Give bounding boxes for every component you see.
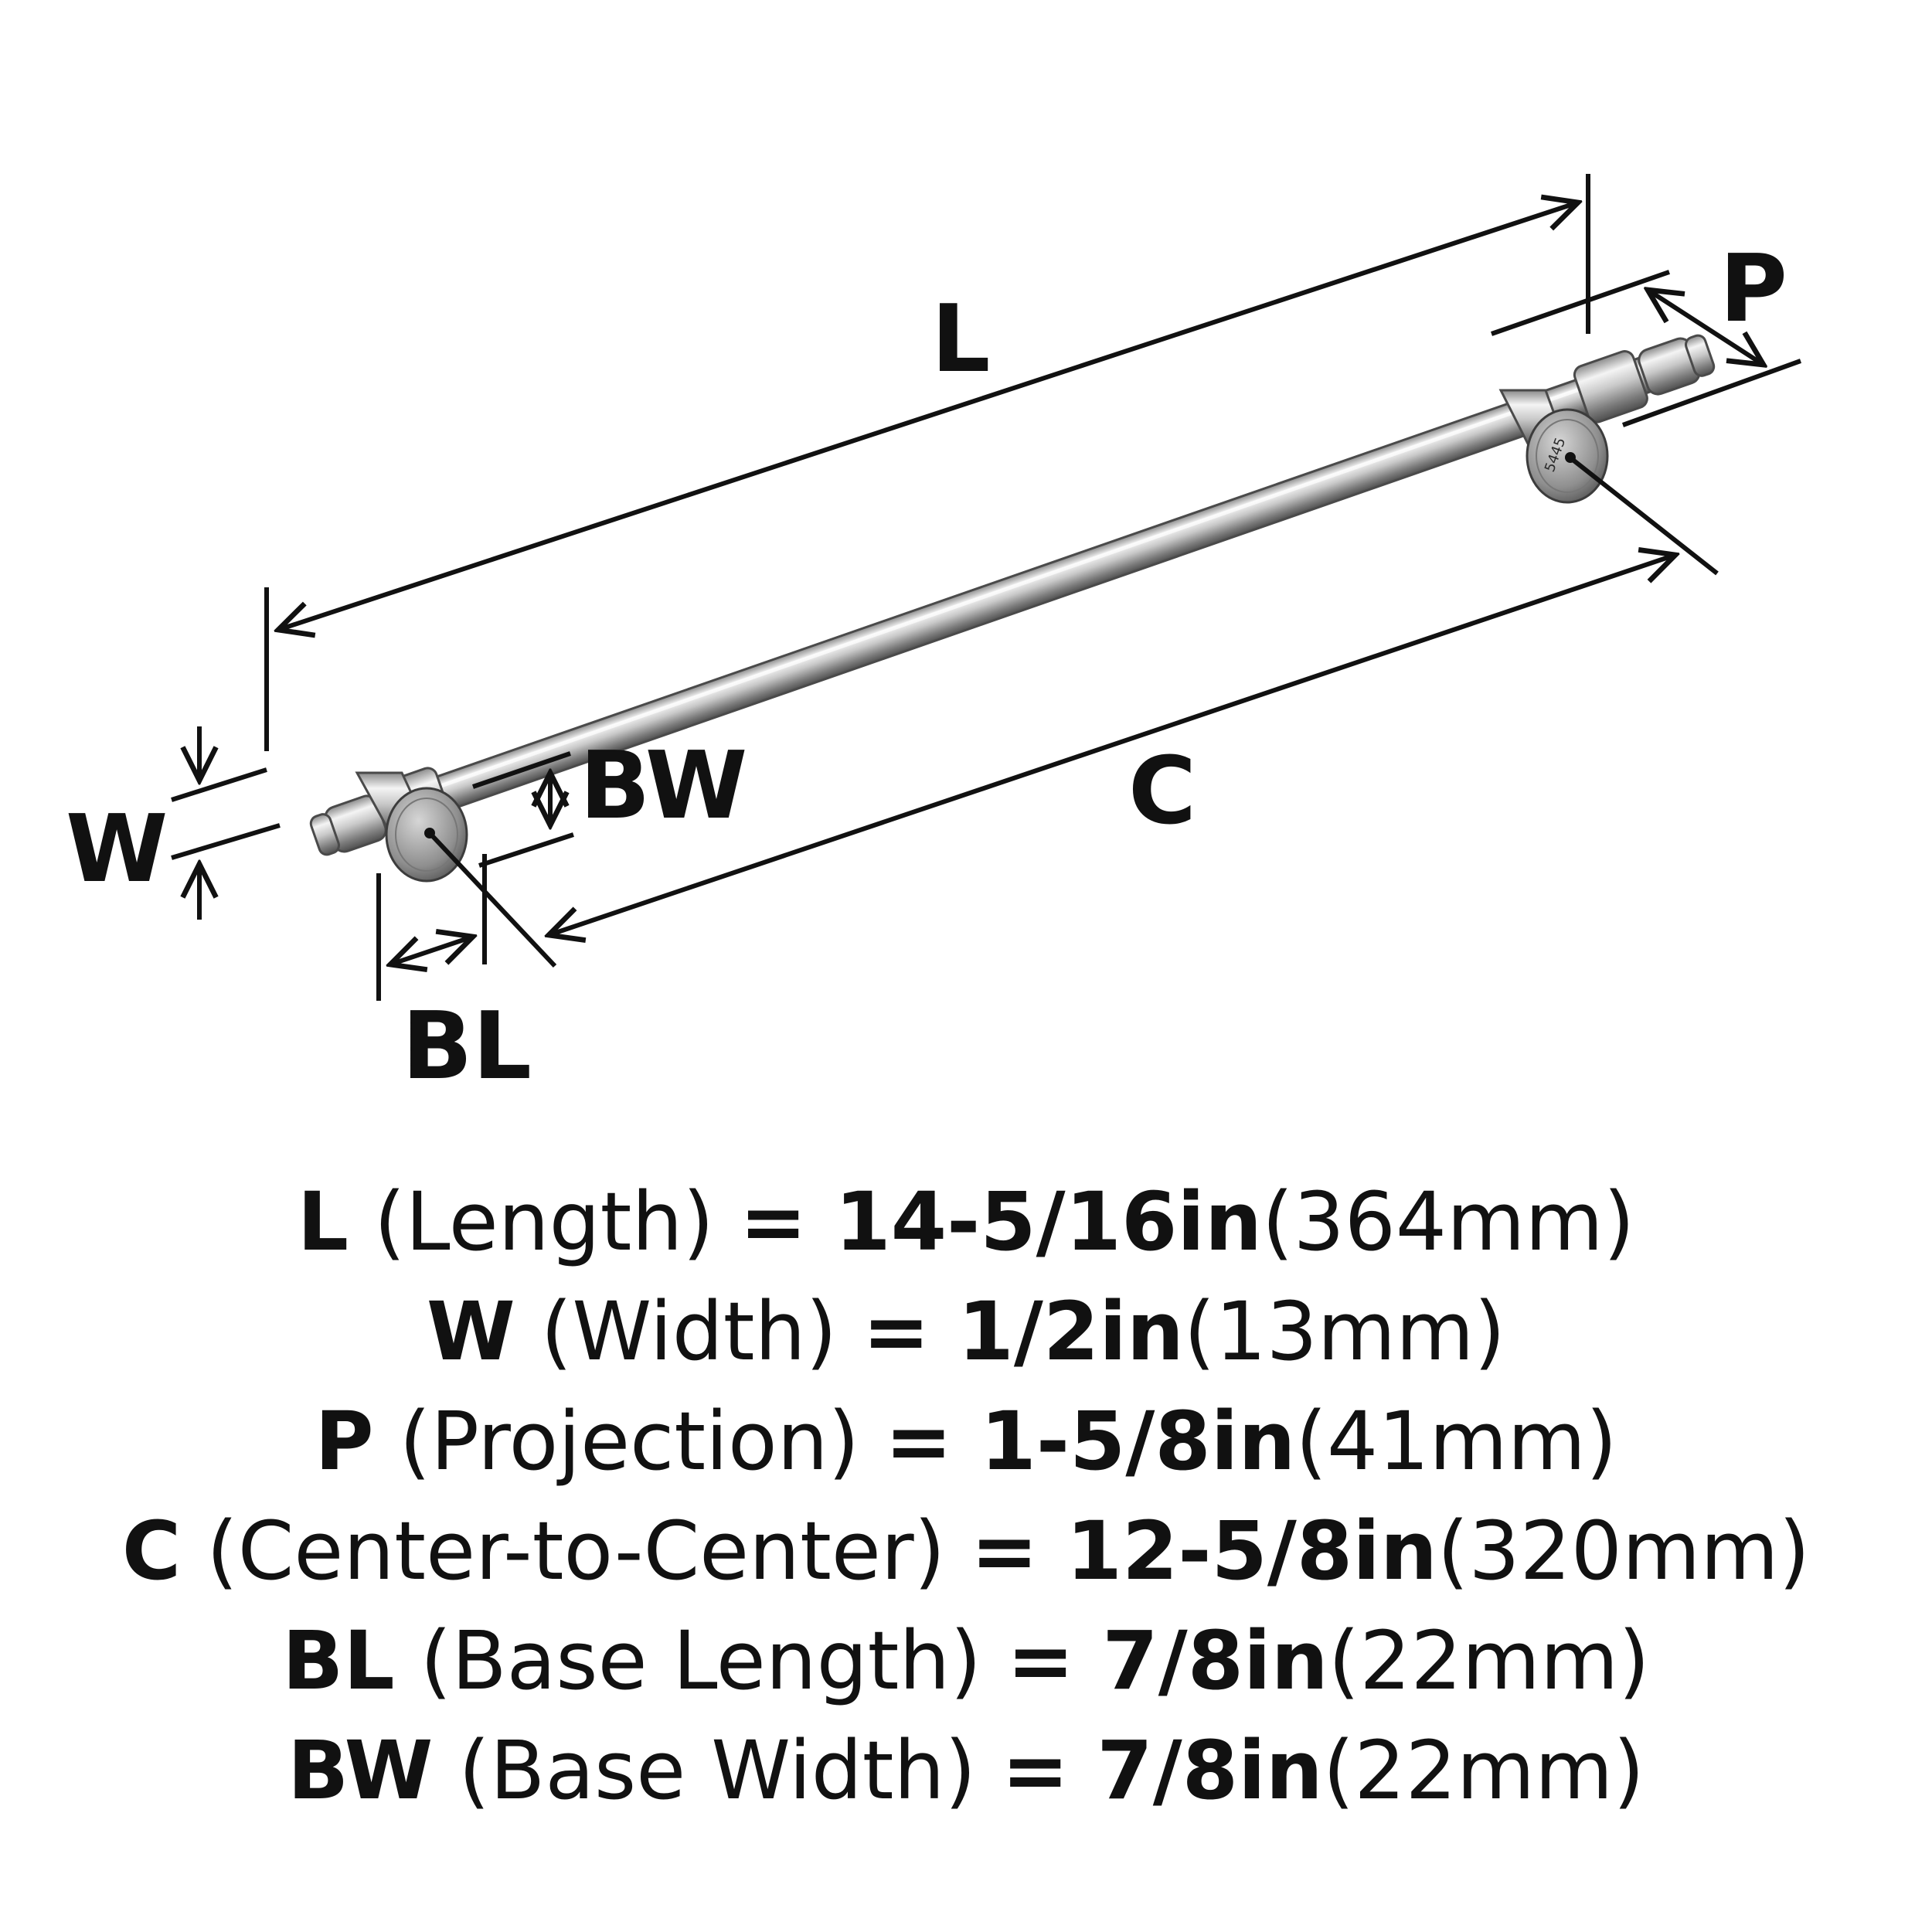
base-width-extension-top [472, 751, 571, 789]
spec-row-center-to-center: C (Center-to-Center) = 12-5/8in(320mm) [0, 1496, 1932, 1606]
spec-equals: = [862, 1284, 958, 1379]
dimension-spec-list: L (Length) = 14-5/16in(364mm) W (Width) … [0, 1167, 1932, 1825]
center-dimension-line [549, 555, 1675, 935]
spec-label: (Length) [349, 1175, 740, 1269]
spec-row-width: W (Width) = 1/2in(13mm) [0, 1277, 1932, 1386]
spec-label: (Center-to-Center) [181, 1504, 971, 1598]
left-post [355, 771, 468, 883]
spec-metric: (22mm) [1322, 1723, 1645, 1818]
spec-imperial: 7/8in [1097, 1723, 1323, 1818]
handle-bar [309, 334, 1716, 856]
label-length: L [931, 286, 990, 393]
spec-imperial: 14-5/16in [835, 1175, 1262, 1269]
spec-code: BL [282, 1614, 395, 1708]
spec-equals: = [1006, 1614, 1103, 1708]
spec-equals: = [1002, 1723, 1097, 1818]
spec-row-base-length: BL (Base Length) = 7/8in(22mm) [0, 1606, 1932, 1716]
spec-code: BW [287, 1723, 434, 1818]
base-length-dimension-line [390, 937, 473, 964]
spec-row-projection: P (Projection) = 1-5/8in(41mm) [0, 1386, 1932, 1496]
spec-code: P [315, 1394, 374, 1488]
spec-metric: (320mm) [1437, 1504, 1811, 1598]
handle-dimension-diagram: 5445 L P C W BW [66, 174, 1802, 1100]
spec-metric: (41mm) [1295, 1394, 1617, 1488]
spec-imperial: 1/2in [957, 1284, 1184, 1379]
label-base-length: BL [402, 993, 532, 1100]
spec-imperial: 1-5/8in [980, 1394, 1296, 1488]
spec-code: W [426, 1284, 515, 1379]
spec-imperial: 7/8in [1102, 1614, 1328, 1708]
spec-metric: (22mm) [1328, 1614, 1650, 1708]
spec-equals: = [739, 1175, 835, 1269]
spec-label: (Base Length) [394, 1614, 1007, 1708]
projection-dimension-line [1648, 290, 1764, 365]
center-line-left [427, 831, 557, 968]
bar-pull-handle: 5445 [309, 334, 1716, 883]
center-line-right [1570, 457, 1719, 576]
spec-label: (Width) [515, 1284, 863, 1379]
spec-code: C [121, 1504, 182, 1598]
width-extension-bottom [171, 823, 281, 860]
spec-label: (Projection) [373, 1394, 886, 1488]
spec-metric: (364mm) [1262, 1175, 1635, 1269]
width-extension-top [171, 767, 267, 802]
spec-label: (Base Width) [433, 1723, 1002, 1818]
label-base-width: BW [580, 733, 747, 840]
spec-code: L [297, 1175, 349, 1269]
label-width: W [66, 796, 168, 903]
spec-row-length: L (Length) = 14-5/16in(364mm) [0, 1167, 1932, 1277]
spec-equals: = [971, 1504, 1066, 1598]
spec-metric: (13mm) [1183, 1284, 1505, 1379]
spec-row-base-width: BW (Base Width) = 7/8in(22mm) [0, 1716, 1932, 1825]
label-center: C [1128, 738, 1196, 845]
length-dimension-line [278, 202, 1578, 630]
projection-extension-bottom [1621, 359, 1802, 427]
spec-equals: = [885, 1394, 981, 1488]
spec-imperial: 12-5/8in [1066, 1504, 1437, 1598]
projection-extension-top [1491, 270, 1670, 336]
base-width-extension-bottom [478, 832, 574, 868]
label-projection: P [1719, 236, 1787, 343]
